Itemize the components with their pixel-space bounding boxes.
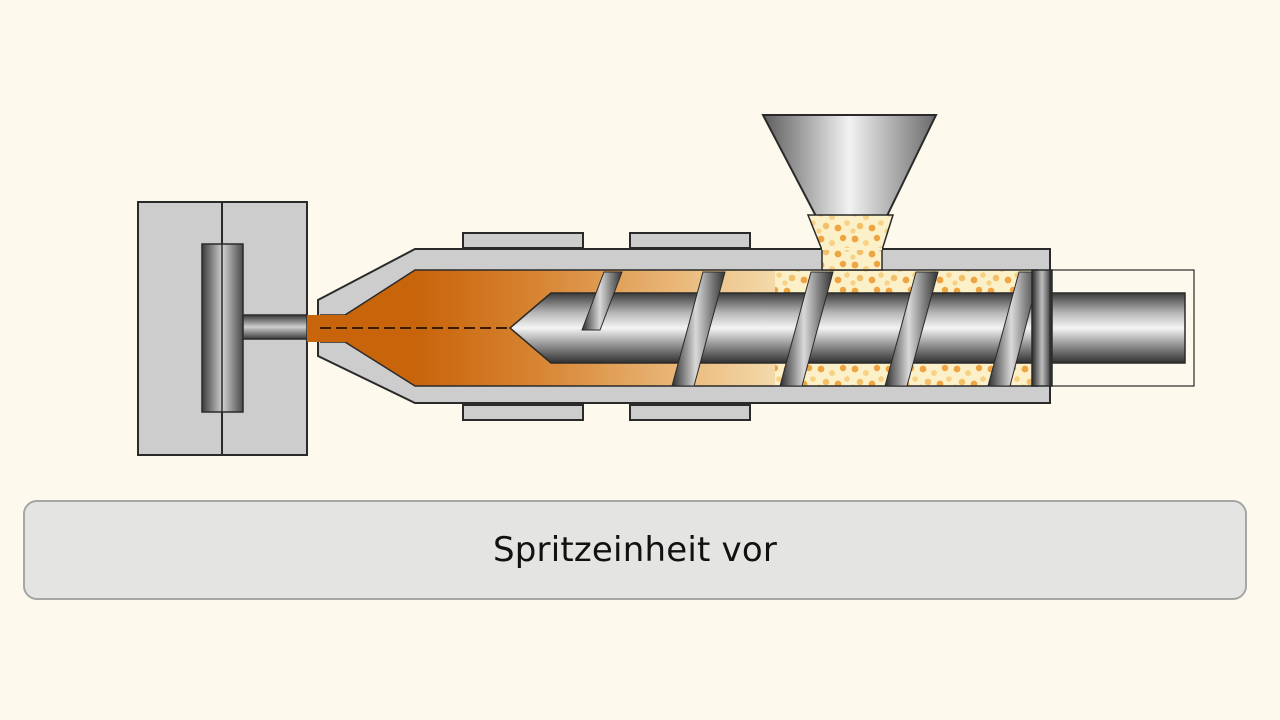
- drive-guide: [1049, 269, 1195, 387]
- screw-icon: [508, 269, 1195, 387]
- nozzle-icon: [307, 315, 510, 342]
- screw-flights: [581, 271, 1037, 386]
- hopper-icon: [761, 114, 938, 271]
- caption-box: Spritzeinheit vor: [23, 500, 1247, 600]
- injection-mold-icon: [137, 201, 308, 456]
- mold-cavity: [201, 243, 308, 413]
- screw-ring: [1031, 269, 1053, 387]
- caption-text: Spritzeinheit vor: [492, 530, 778, 570]
- heater-band-icon: [462, 232, 751, 421]
- injection-unit-diagram: [137, 114, 1195, 456]
